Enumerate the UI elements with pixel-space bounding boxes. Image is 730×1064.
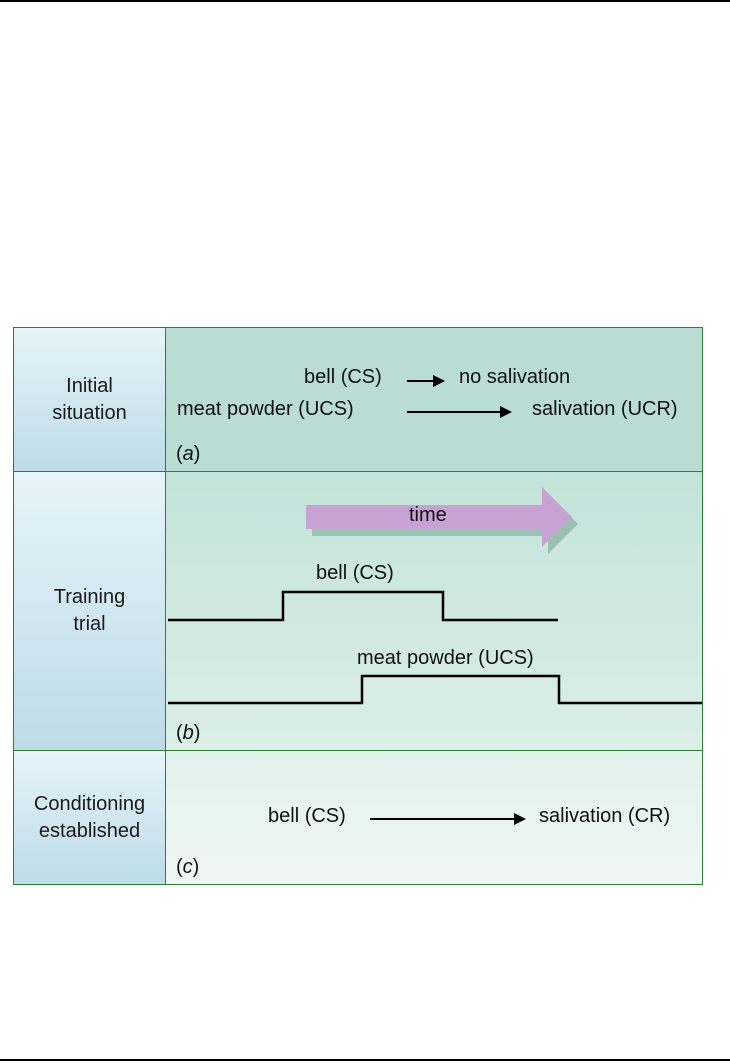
panel-c-label-line-2: established: [38, 819, 141, 842]
panel-b-letter: (b): [176, 722, 201, 744]
time-arrow-icon: [306, 487, 572, 547]
time-label: time: [409, 504, 447, 526]
bell-cs-waveform: [168, 590, 558, 622]
panel-c-label-line-1: Conditioning: [33, 792, 146, 815]
salivation-ucr-text: salivation (UCR): [532, 398, 678, 420]
no-salivation-text: no salivation: [459, 366, 571, 388]
panel-a-label: Initial situation: [14, 328, 166, 471]
bell-cs-waveform-label: bell (CS): [316, 562, 394, 584]
bell-cs-text-c: bell (CS): [268, 805, 346, 827]
panel-b-label: Training trial: [14, 472, 166, 750]
conditioned-arrow-icon: [370, 813, 526, 825]
bell-cs-text: bell (CS): [304, 366, 382, 388]
panel-c-label: Conditioning established: [14, 751, 166, 884]
meat-powder-arrow-icon: [407, 406, 512, 418]
bell-arrow-icon: [407, 375, 445, 387]
panel-b-content: time bell (CS) meat powder (UCS) (b): [166, 472, 702, 750]
panel-b: Training trial time bell (CS) meat powde…: [14, 472, 702, 751]
panel-a-letter: (a): [176, 443, 201, 465]
salivation-cr-text: salivation (CR): [539, 805, 671, 827]
panel-c: Conditioning established bell (CS) saliv…: [14, 751, 702, 884]
top-rule: [0, 0, 730, 2]
classical-conditioning-figure: Initial situation bell (CS) no salivatio…: [13, 327, 703, 885]
panel-c-content: bell (CS) salivation (CR) (c): [166, 751, 702, 884]
meat-powder-ucs-waveform: [168, 674, 702, 705]
panel-a-label-line-1: Initial: [66, 374, 113, 397]
meat-powder-ucs-text: meat powder (UCS): [177, 398, 354, 420]
bottom-rule: [0, 1059, 730, 1061]
panel-b-label-line-1: Training: [53, 586, 126, 608]
panel-b-label-line-2: trial: [73, 613, 106, 635]
timeline-graphic: [168, 487, 702, 705]
panel-a-label-line-2: situation: [52, 401, 127, 424]
panel-a-content: bell (CS) no salivation meat powder (UCS…: [166, 328, 702, 471]
panel-a: Initial situation bell (CS) no salivatio…: [14, 328, 702, 472]
meat-powder-ucs-waveform-label: meat powder (UCS): [357, 647, 534, 669]
panel-c-letter: (c): [176, 856, 200, 878]
